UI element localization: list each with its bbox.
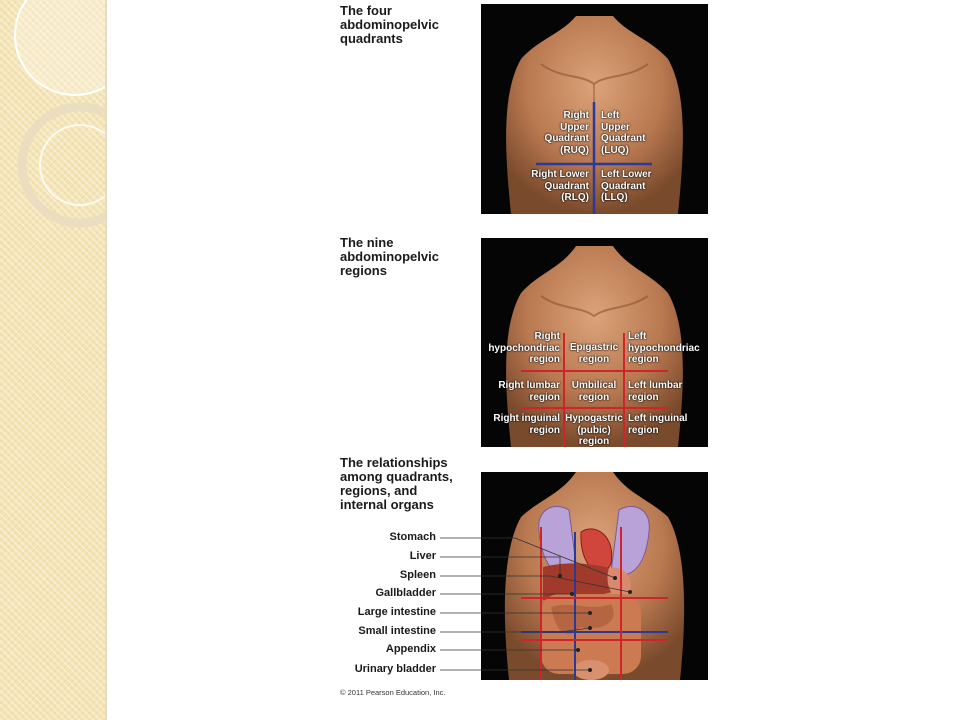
torso-illustration (506, 16, 683, 214)
label-right-lumbar: Right lumbar region (498, 380, 560, 403)
decorative-rings (14, 0, 105, 228)
regions-figure: Right hypochondriac region Epigastric re… (481, 238, 708, 447)
organ-label-stomach: Stomach (389, 531, 436, 543)
quadrants-figure: Right Upper Quadrant (RUQ) Left Upper Qu… (481, 4, 708, 214)
label-right-hypochondriac: Right hypochondriac region (488, 331, 560, 365)
copyright-notice: © 2011 Pearson Education, Inc. (340, 688, 446, 697)
organs-figure (481, 472, 708, 680)
caption-relationships: The relationships among quadrants, regio… (340, 455, 453, 512)
torso-organs-illustration (504, 472, 685, 680)
organ-label-gallbladder: Gallbladder (375, 587, 436, 599)
caption-four-quadrants: The four abdominopelvic quadrants (340, 3, 439, 46)
torso-illustration (506, 246, 683, 447)
label-luq: Left Upper Quadrant (LUQ) (601, 110, 646, 156)
organ-label-large-intestine: Large intestine (357, 606, 436, 618)
label-umbilical: Umbilical region (571, 380, 617, 403)
label-llq: Left Lower Quadrant (LLQ) (601, 169, 652, 203)
organ-label-spleen: Spleen (399, 569, 436, 581)
label-ruq: Right Upper Quadrant (RUQ) (544, 110, 589, 156)
label-left-lumbar: Left lumbar region (628, 380, 683, 403)
organ-label-small-intestine: Small intestine (358, 625, 436, 637)
organ-label-liver: Liver (409, 550, 436, 562)
decorative-sidebar (0, 0, 107, 720)
label-hypogastric: Hypogastric (pubic) region (565, 413, 623, 447)
organ-label-urinary-bladder: Urinary bladder (354, 663, 436, 675)
label-left-hypochondriac: Left hypochondriac region (628, 331, 700, 365)
organ-label-appendix: Appendix (385, 643, 436, 655)
label-rlq: Right Lower Quadrant (RLQ) (531, 169, 589, 203)
label-epigastric: Epigastric region (569, 342, 619, 365)
label-left-inguinal: Left inguinal region (628, 413, 688, 436)
caption-nine-regions: The nine abdominopelvic regions (340, 235, 439, 278)
label-right-inguinal: Right inguinal region (493, 413, 560, 436)
